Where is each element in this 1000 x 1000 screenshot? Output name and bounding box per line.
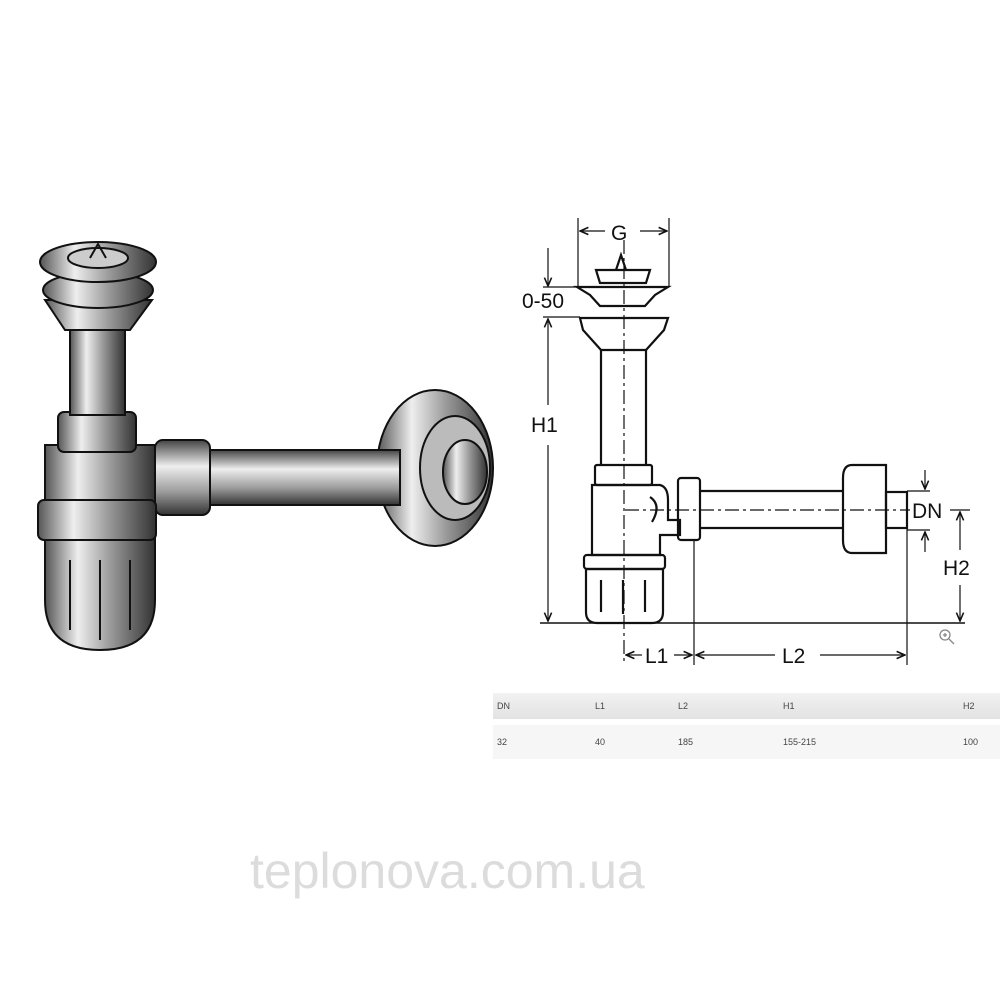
label-h1: H1 <box>531 414 558 437</box>
cell-l2: 185 <box>678 737 694 747</box>
header-l1: L1 <box>595 701 606 711</box>
table-row: 32 40 185 155-215 100 <box>493 725 1000 759</box>
table-header-row: DN L1 L2 H1 H2 <box>493 693 1000 719</box>
header-h1: H1 <box>783 701 795 711</box>
siphon-illustration <box>37 241 494 652</box>
magnifier-plus-icon[interactable] <box>939 629 955 645</box>
cell-h1: 155-215 <box>783 737 817 747</box>
label-dn: DN <box>912 500 942 523</box>
cell-h2: 100 <box>963 737 979 747</box>
header-l2: L2 <box>678 701 689 711</box>
spec-table: DN L1 L2 H1 H2 32 40 185 155-215 100 <box>493 693 1000 759</box>
cell-l1: 40 <box>595 737 606 747</box>
label-h2: H2 <box>943 557 970 580</box>
label-stroke-range: 0-50 <box>522 290 564 313</box>
header-dn: DN <box>497 701 510 711</box>
siphon-technical-drawing: G 0-50 H1 DN H2 L1 L2 <box>522 218 970 668</box>
cell-dn: 32 <box>497 737 508 747</box>
watermark: teplonova.com.ua <box>250 843 645 899</box>
label-l1: L1 <box>645 645 668 668</box>
label-l2: L2 <box>782 645 805 668</box>
header-h2: H2 <box>963 701 975 711</box>
label-g: G <box>611 222 627 245</box>
